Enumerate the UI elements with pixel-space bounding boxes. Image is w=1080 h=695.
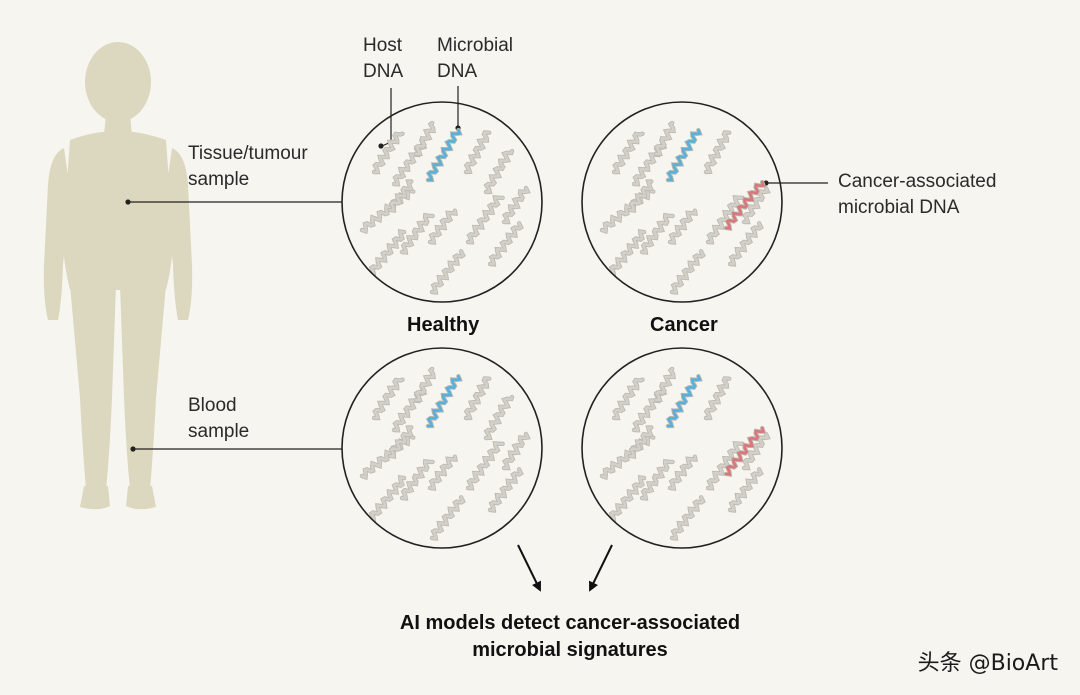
host-dna-strand: [466, 442, 504, 490]
host-dna-strand: [728, 222, 763, 266]
microbial-dna-strand: [426, 128, 462, 182]
host-dna-strand: [388, 180, 413, 212]
dna-strands: [599, 120, 771, 295]
healthy-heading: Healthy: [407, 314, 480, 336]
host-dna-strand: [628, 426, 653, 458]
cancer-microbial-dna-strand: [724, 426, 766, 476]
host-dna-strand-outline: [429, 249, 466, 295]
host-dna-strand: [488, 222, 523, 266]
host-dna-strand: [670, 496, 705, 540]
host-dna-strand: [640, 213, 674, 254]
cancer-microbial-dna-strand: [724, 180, 766, 230]
host-dna-strand: [368, 476, 406, 522]
cancer-heading: Cancer: [650, 314, 718, 336]
host-dna-strand: [430, 496, 465, 540]
host-dna-strand-outline: [727, 221, 764, 267]
host-dna-strand: [464, 131, 491, 174]
host-dna-strand: [668, 455, 697, 490]
host-dna-strand: [628, 180, 653, 212]
host-dna-strand: [654, 121, 675, 156]
host-dna-strand: [704, 377, 731, 420]
host-dna-strand: [742, 432, 770, 470]
host-dna-strand-outline: [483, 394, 515, 441]
human-body-silhouette: [43, 42, 193, 510]
host-dna-strand: [388, 426, 413, 458]
host-dna-strand: [670, 250, 705, 294]
host-dna-strand: [742, 186, 770, 224]
tissue-cancer-circle: [581, 101, 783, 303]
host-dna-strand-outline: [487, 221, 524, 267]
host-dna-strand: [488, 468, 523, 512]
host-dna-strand: [368, 230, 406, 276]
circle-outline: [581, 101, 783, 303]
host-dna-strand: [414, 367, 435, 402]
arrow-right: [589, 544, 613, 592]
host-dna-strand: [612, 132, 644, 174]
host-dna-strand: [414, 121, 435, 156]
blood-healthy-circle: [341, 347, 543, 549]
host-dna-strand: [608, 230, 646, 276]
host-dna-strand: [502, 432, 530, 470]
host-dna-strand-outline: [429, 495, 466, 541]
host-dna-strand: [728, 468, 763, 512]
host-dna-strand: [428, 455, 457, 490]
host-dna-strand-outline: [669, 249, 706, 295]
blood-sample-pointer: [130, 446, 342, 452]
dna-strands: [359, 120, 531, 295]
host-dna-strand: [372, 378, 404, 420]
host-dna-strand-outline: [727, 467, 764, 513]
dna-strands: [359, 366, 531, 541]
circle-outline: [341, 101, 543, 303]
watermark: 头条 @BioArt: [917, 651, 1058, 676]
host-dna-strand: [704, 131, 731, 174]
host-dna-strand: [654, 367, 675, 402]
host-dna-strand: [430, 250, 465, 294]
host-dna-strand-outline: [483, 148, 515, 195]
host-dna-strand: [400, 459, 434, 500]
host-dna-strand: [484, 149, 514, 194]
host-dna-strand: [668, 209, 697, 244]
host-dna-strand: [640, 459, 674, 500]
tissue-healthy-circle: [341, 101, 543, 303]
microbial-dna-pointer: [455, 86, 461, 131]
host-dna-strand: [464, 377, 491, 420]
host-dna-strand: [502, 186, 530, 224]
host-dna-strand: [608, 476, 646, 522]
host-dna-strand: [428, 209, 457, 244]
arrow-left: [517, 544, 541, 592]
host-dna-strand-outline: [669, 495, 706, 541]
cancer-microbial-dna-pointer: [763, 180, 828, 186]
microbial-dna-strand: [426, 374, 462, 428]
tissue-sample-pointer: [125, 199, 342, 205]
circle-outline: [581, 347, 783, 549]
microbial-dna-strand: [666, 128, 702, 182]
host-dna-pointer: [378, 88, 392, 149]
blood-cancer-circle: [581, 347, 783, 549]
host-dna-strand: [484, 395, 514, 440]
host-dna-strand-outline: [487, 467, 524, 513]
host-dna-strand: [372, 132, 404, 174]
host-dna-strand: [466, 196, 504, 244]
host-dna-strand: [612, 378, 644, 420]
dna-strands: [599, 366, 771, 541]
host-dna-strand: [400, 213, 434, 254]
microbial-dna-strand: [666, 374, 702, 428]
circle-outline: [341, 347, 543, 549]
